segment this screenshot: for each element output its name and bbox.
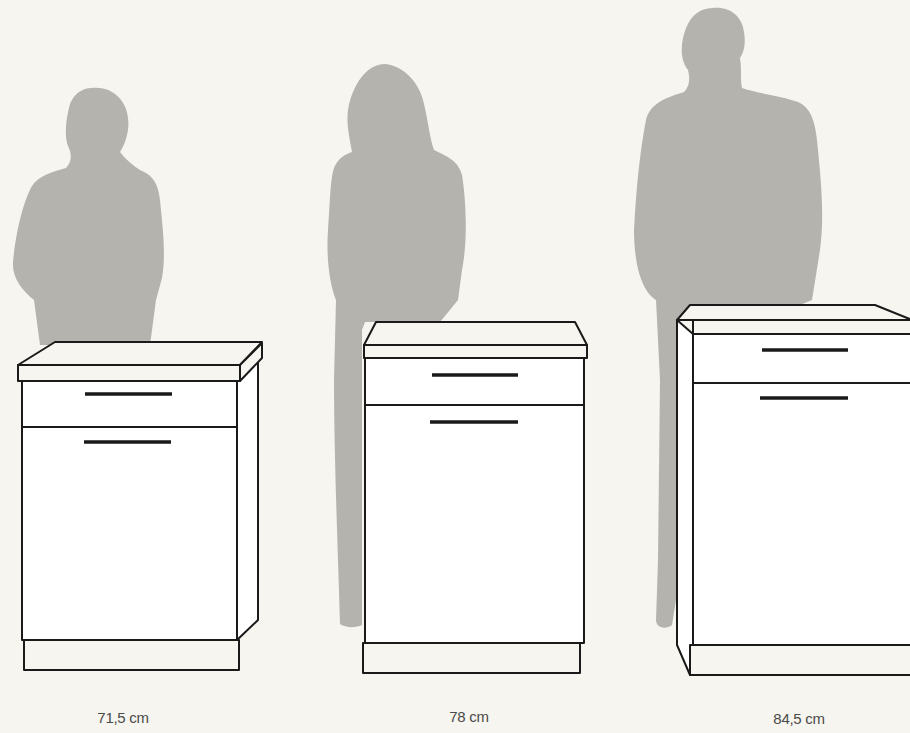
base-cabinet (677, 305, 910, 675)
cabinets (18, 305, 910, 675)
height-dimension: 84,5 cm (773, 710, 824, 727)
height-dimension: 78 cm (449, 708, 488, 725)
base-cabinet (363, 322, 587, 673)
base-cabinet (18, 342, 262, 670)
person-silhouette (13, 88, 164, 345)
height-dimension: 71,5 cm (97, 709, 148, 726)
